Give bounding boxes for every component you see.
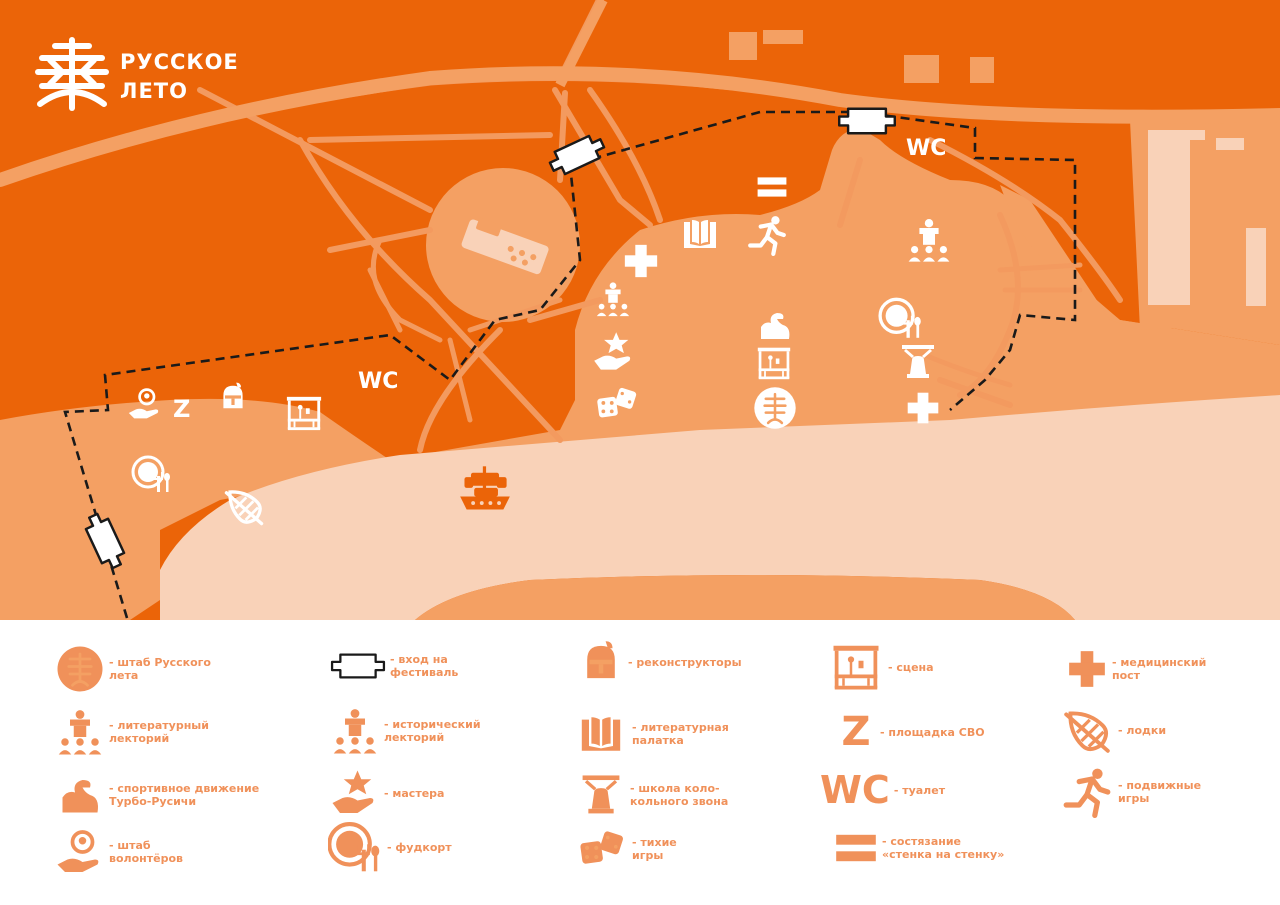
main-road (0, 66, 1280, 187)
wc-marker[interactable]: WC (906, 136, 946, 161)
legend-item-active-games: - подвижные игры (1060, 766, 1201, 818)
north-road (555, 0, 608, 88)
legend-label: - спортивное движение Турбо-Русичи (109, 782, 260, 808)
legend-label: - исторический лекторий (384, 718, 481, 744)
legend-item-volunteers: - штаб волонтёров (55, 826, 183, 878)
building-details (1148, 130, 1266, 306)
legend-item-reenactors: - реконструкторы (578, 638, 742, 686)
muscle-arm-icon (55, 770, 105, 820)
dice-icon (576, 826, 628, 872)
legend-item-boats: - лодки (1060, 704, 1166, 756)
legend-item-foodcourt: - фудкорт (327, 820, 452, 874)
logo-title-line2: ЛЕТО (120, 79, 188, 103)
legend-item-stage: - сцена (828, 642, 934, 692)
hq-snowflake-icon (55, 644, 105, 694)
legend-label: - подвижные игры (1118, 779, 1202, 805)
wc-marker[interactable]: WC (358, 369, 398, 394)
open-book-icon (574, 710, 628, 758)
lower-bank (415, 575, 1075, 620)
wc-icon: WC (820, 768, 890, 812)
medical-cross-icon (1066, 648, 1108, 690)
bell-icon (576, 772, 626, 818)
legend-label: - фудкорт (387, 840, 452, 854)
legend-label: - лодки (1118, 723, 1167, 737)
festival-grounds (0, 128, 1280, 620)
legend-item-medical: - медицинский пост (1066, 648, 1206, 690)
beach-area (160, 395, 1280, 620)
literary-lecture-icon (55, 706, 105, 758)
festival-logo: РУССКОЕ ЛЕТО (35, 37, 239, 111)
boat-icon (1060, 704, 1114, 756)
hq-snowflake-icon[interactable] (753, 386, 797, 430)
snowflake-logo-icon (35, 37, 109, 111)
svo-marker[interactable]: Z (173, 395, 190, 423)
legend-label: - площадка СВО (880, 725, 985, 739)
legend-label: - медицинский пост (1112, 656, 1207, 682)
legend-label: - туалет (893, 783, 946, 797)
festival-boundary (63, 110, 1077, 619)
legend-label: - состязание «стенка на стенку» (882, 835, 1005, 861)
legend-item-wc: WC - туалет (820, 770, 945, 810)
knight-helmet-icon (578, 638, 624, 686)
legend-item-bell-school: - школа коло- кольного звона (576, 772, 728, 818)
legend-label: - штаб волонтёров (109, 839, 183, 865)
legend-label: - мастера (384, 786, 445, 800)
equals-icon (834, 826, 878, 870)
historical-lecture-icon (330, 704, 380, 758)
legend-item-historical-lecture: - исторический лекторий (330, 704, 481, 758)
legend-item-hq: - штаб Русского лета (55, 644, 211, 694)
volunteer-hand-icon (55, 826, 105, 878)
legend-item-quiet-games: - тихие игры (576, 826, 677, 872)
festival-map: РУССКОЕ ЛЕТО WC WC Z (0, 0, 1280, 620)
z-icon: Z (841, 709, 871, 755)
legend-item-sport: - спортивное движение Турбо-Русичи (55, 770, 259, 820)
legend-item-literary-lecture: - литературный лекторий (55, 706, 209, 758)
legend-label: - вход на фестиваль (390, 653, 459, 679)
star-hand-icon (330, 768, 380, 818)
legend-item-wall-fight: - состязание «стенка на стенку» (834, 826, 1004, 870)
legend-label: - реконструкторы (628, 655, 742, 669)
legend-label: - литературный лекторий (109, 719, 209, 745)
running-man-icon (1060, 766, 1114, 818)
food-plate-icon (327, 820, 383, 874)
legend-item-literary-tent: - литературная палатка (574, 710, 729, 758)
legend-label: - литературная палатка (632, 721, 729, 747)
map-legend: - штаб Русского лета - литературный лект… (0, 620, 1280, 905)
legend-item-masters: - мастера (330, 768, 444, 818)
legend-item-entrance: - вход на фестиваль (330, 650, 458, 682)
stage-icon (828, 642, 884, 692)
legend-label: - сцена (888, 660, 934, 674)
legend-label: - тихие игры (632, 836, 677, 862)
legend-label: - штаб Русского лета (109, 656, 211, 682)
legend-item-svo: Z - площадка СВО (836, 709, 985, 755)
entrance-icon (330, 650, 386, 682)
logo-title-line1: РУССКОЕ (120, 50, 239, 74)
legend-label: - школа коло- кольного звона (630, 782, 729, 808)
entrance-icon[interactable] (837, 107, 897, 135)
monument (461, 217, 549, 275)
